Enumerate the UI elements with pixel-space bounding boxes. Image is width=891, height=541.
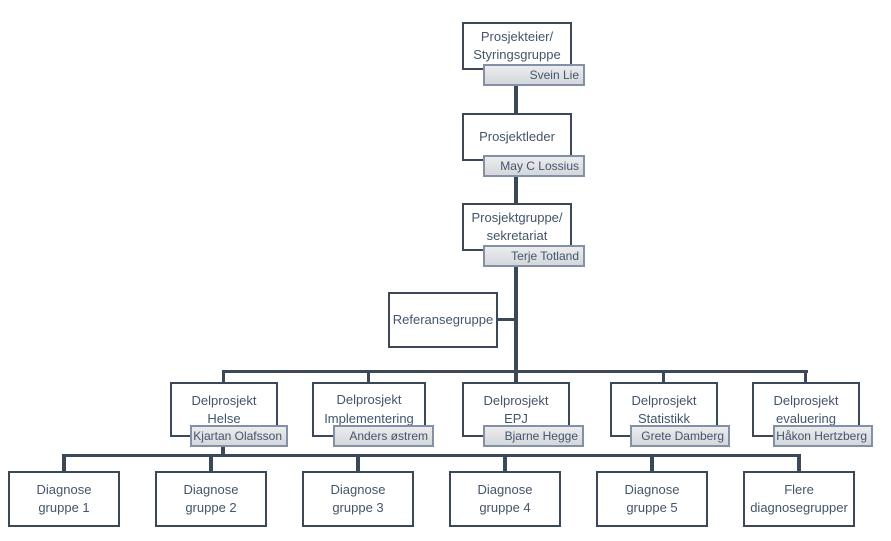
org-box-referansegruppe: Referansegruppe [388, 292, 498, 348]
connector-diagnose-row [62, 454, 801, 457]
connector-stub-statistikk [662, 370, 665, 382]
org-box-title-line: Delprosjekt [336, 391, 402, 407]
org-box-title-line: Diagnose [330, 482, 386, 498]
org-box-title-line: Prosjektgruppe/ [471, 210, 563, 226]
org-box-title-line: Delprosjekt [483, 392, 549, 408]
person-tag-may-c-lossius: May C Lossius [483, 155, 585, 177]
connector-stub-diagnose-1 [62, 454, 66, 471]
org-box-title-line: Referansegruppe [392, 312, 494, 328]
org-box-title-line: sekretariat [486, 228, 548, 243]
org-box-title-line: Styringsgruppe [473, 47, 561, 62]
org-box-title-line: Implementering [324, 411, 414, 427]
connector-referansegruppe [498, 318, 516, 321]
org-box-title-line: Prosjektleder [479, 129, 555, 145]
org-box-title-line: evaluering [776, 410, 836, 426]
connector-stub-diagnose-3 [356, 454, 360, 471]
org-box-title-line: Delprosjekt [773, 392, 839, 408]
org-box-diagnose-gruppe-4: Diagnose gruppe 4 [449, 471, 561, 527]
org-box-prosjektleder: Prosjektleder [462, 113, 572, 161]
org-box-title-line: Statistikk [637, 410, 690, 426]
org-box-title-line: Delprosjekt [191, 392, 257, 408]
connector-helse-drop [221, 446, 225, 456]
org-box-title-line: Prosjekteier/ [480, 29, 554, 45]
org-box-title-line: Diagnose [183, 482, 239, 498]
org-box-diagnose-gruppe-3: Diagnose gruppe 3 [302, 471, 414, 527]
connector-stub-diagnose-5 [650, 454, 654, 471]
org-box-title-line: gruppe 4 [479, 500, 531, 515]
person-tag-hakon-hertzberg: Håkon Hertzberg [773, 425, 873, 447]
org-box-diagnose-gruppe-1: Diagnose gruppe 1 [8, 471, 120, 527]
org-box-diagnose-gruppe-5: Diagnose gruppe 5 [596, 471, 708, 527]
org-box-title-line: diagnosegrupper [750, 500, 848, 515]
org-box-title-line: gruppe 5 [626, 500, 678, 515]
person-tag-terje-totland: Terje Totland [483, 245, 585, 267]
connector-stub-diagnose-4 [503, 454, 507, 471]
org-box-title-line: gruppe 3 [332, 500, 384, 515]
org-box-title-line: gruppe 2 [185, 500, 237, 515]
person-tag-bjarne-hegge: Bjarne Hegge [483, 425, 584, 447]
connector-stub-diagnose-2 [209, 454, 213, 471]
org-box-diagnose-gruppe-2: Diagnose gruppe 2 [155, 471, 267, 527]
org-box-title-line: Diagnose [36, 482, 92, 498]
person-tag-kjartan-olafsson: Kjartan Olafsson [190, 425, 288, 447]
org-box-title-line: gruppe 1 [38, 500, 90, 515]
org-box-title-line: Helse [207, 410, 241, 426]
org-box-title-line: EPJ [504, 410, 528, 426]
org-box-title-line: Delprosjekt [631, 392, 697, 408]
person-tag-svein-lie: Svein Lie [483, 64, 585, 86]
person-tag-anders-ostrem: Anders østrem [333, 425, 434, 447]
org-box-title-line: Flere [784, 482, 814, 498]
org-box-prosjektgruppe: Prosjektgruppe/ sekretariat [462, 203, 572, 251]
org-box-flere-diagnosegrupper: Flere diagnosegrupper [743, 471, 855, 527]
org-box-title-line: Diagnose [624, 482, 680, 498]
connector-stub-evaluering [804, 370, 807, 382]
connector-stub-implementering [367, 370, 370, 382]
org-box-title-line: Diagnose [477, 482, 533, 498]
connector-delprosjekt-row [222, 370, 808, 373]
connector-stub-helse [222, 370, 225, 382]
connector-stub-diagnose-flere [797, 454, 801, 471]
person-tag-grete-damberg: Grete Damberg [630, 425, 730, 447]
org-box-prosjekteier: Prosjekteier/ Styringsgruppe [462, 22, 572, 70]
